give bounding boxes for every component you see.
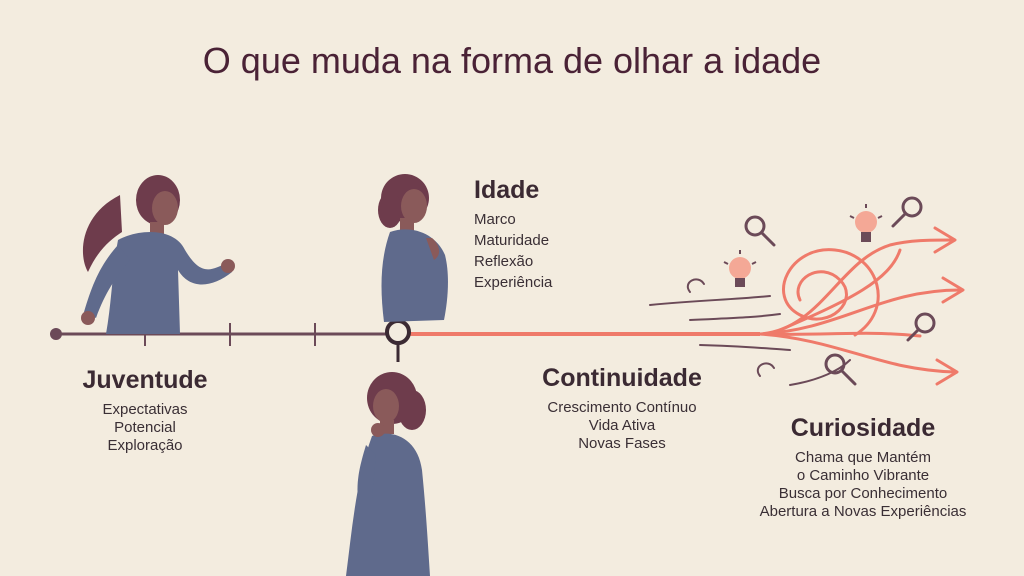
- magnifier-icon: [906, 312, 936, 342]
- magnifier-icon: [744, 215, 776, 247]
- stage-item: Potencial: [114, 419, 176, 436]
- stage-item: Experiência: [474, 274, 553, 291]
- thinking-woman-icon: [378, 174, 448, 322]
- swirl-icon: [758, 226, 965, 386]
- stage-idade: Idade Marco Maturidade Reflexão Experiên…: [474, 176, 614, 293]
- stage-juventude: Juventude Expectativas Potencial Explora…: [55, 366, 235, 455]
- stage-item: o Caminho Vibrante: [796, 467, 930, 484]
- stage-item: Reflexão: [474, 253, 534, 270]
- stage-item: Expectativas: [102, 401, 188, 418]
- stage-title: Idade: [474, 176, 540, 204]
- stage-item: Maturidade: [474, 232, 550, 249]
- magnifier-icon: [891, 196, 923, 228]
- lightbulb-icon: [849, 204, 883, 242]
- page-title: O que muda na forma de olhar a idade: [202, 40, 822, 81]
- stage-continuidade: Continuidade Crescimento Contínuo Vida A…: [520, 364, 724, 453]
- timeline-marker-ring: [385, 319, 411, 345]
- stage-title: Continuidade: [542, 364, 702, 392]
- magnifier-icon: [824, 353, 857, 386]
- stage-curiosidade: Curiosidade Chama que Mantém o Caminho V…: [738, 414, 988, 521]
- arrow-icon: [933, 226, 957, 254]
- stage-item: Busca por Conhecimento: [778, 485, 948, 502]
- stage-item: Exploração: [107, 437, 183, 454]
- stage-item: Vida Ativa: [588, 417, 656, 434]
- stage-item: Abertura a Novas Experiências: [759, 503, 967, 520]
- stage-title: Curiosidade: [790, 414, 936, 442]
- lightbulb-icon: [723, 250, 757, 287]
- motion-lines: [649, 278, 851, 386]
- timeline-start-dot: [50, 328, 62, 340]
- stage-item: Marco: [474, 211, 516, 228]
- stage-item: Crescimento Contínuo: [547, 399, 697, 416]
- stage-title: Juventude: [82, 366, 208, 394]
- thinking-woman-icon: [346, 372, 430, 576]
- running-woman-icon: [81, 175, 235, 334]
- stage-item: Chama que Mantém: [795, 449, 931, 466]
- stage-item: Novas Fases: [578, 435, 666, 452]
- arrow-icon: [941, 276, 965, 304]
- arrow-icon: [935, 358, 959, 386]
